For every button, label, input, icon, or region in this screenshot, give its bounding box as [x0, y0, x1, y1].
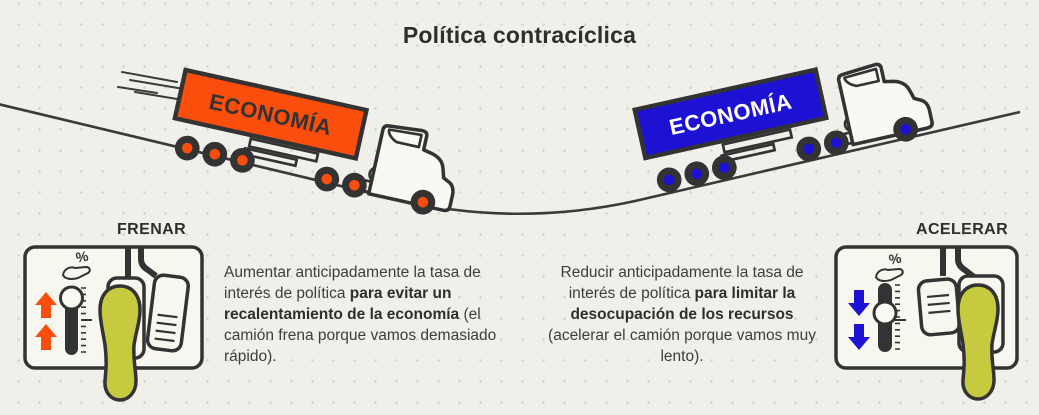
foot-icon: [98, 284, 142, 402]
rate-slider-knob: [872, 300, 898, 326]
brake-description: Aumentar anticipadamente la tasa de inte…: [224, 262, 504, 367]
pedal-stems: [940, 247, 976, 280]
cab-window: [387, 128, 423, 149]
description-bold-text: para limitar la desocupación de los recu…: [570, 285, 796, 323]
percent-icon: %: [887, 250, 903, 268]
percent-icon: %: [74, 248, 90, 266]
trailer-box: [172, 67, 370, 161]
truck-cab: [366, 124, 455, 213]
clutch-pedal: [916, 277, 962, 337]
cab-window: [843, 67, 880, 88]
truck-economy-uphill: ECONOMÍA: [632, 62, 934, 193]
page-title: Política contracíclica: [402, 22, 637, 48]
foot-icon: [956, 283, 1000, 401]
accelerate-description: Reducir anticipadamente la tasa de inter…: [538, 262, 826, 367]
accelerator-pedal-panel: %: [834, 245, 1019, 401]
truck-economy-downhill: ECONOMÍA: [172, 67, 455, 215]
description-bold-text: para evitar un recalentamiento de la eco…: [224, 285, 460, 323]
truck-cab: [836, 62, 934, 147]
pedal-stems: [125, 247, 158, 282]
rate-slider-knob: [59, 285, 84, 311]
description-text: Reducir anticipadamente la tasa de inter…: [560, 264, 804, 302]
accelerate-label: ACELERAR: [916, 221, 1009, 238]
trailer-box: [632, 67, 829, 161]
description-text: (el camión frena porque vamos demasiado …: [224, 306, 497, 365]
wheel-hubs: [181, 142, 429, 208]
wheel-hubs: [663, 123, 911, 186]
description-text: Aumentar anticipadamente la tasa de inte…: [224, 264, 481, 302]
brake-label: FRENAR: [117, 221, 187, 238]
brake-pedal-panel: %: [23, 245, 204, 402]
accelerator-pedal: [145, 273, 190, 353]
description-text: (acelerar el camión porque vamos muy len…: [548, 327, 816, 365]
